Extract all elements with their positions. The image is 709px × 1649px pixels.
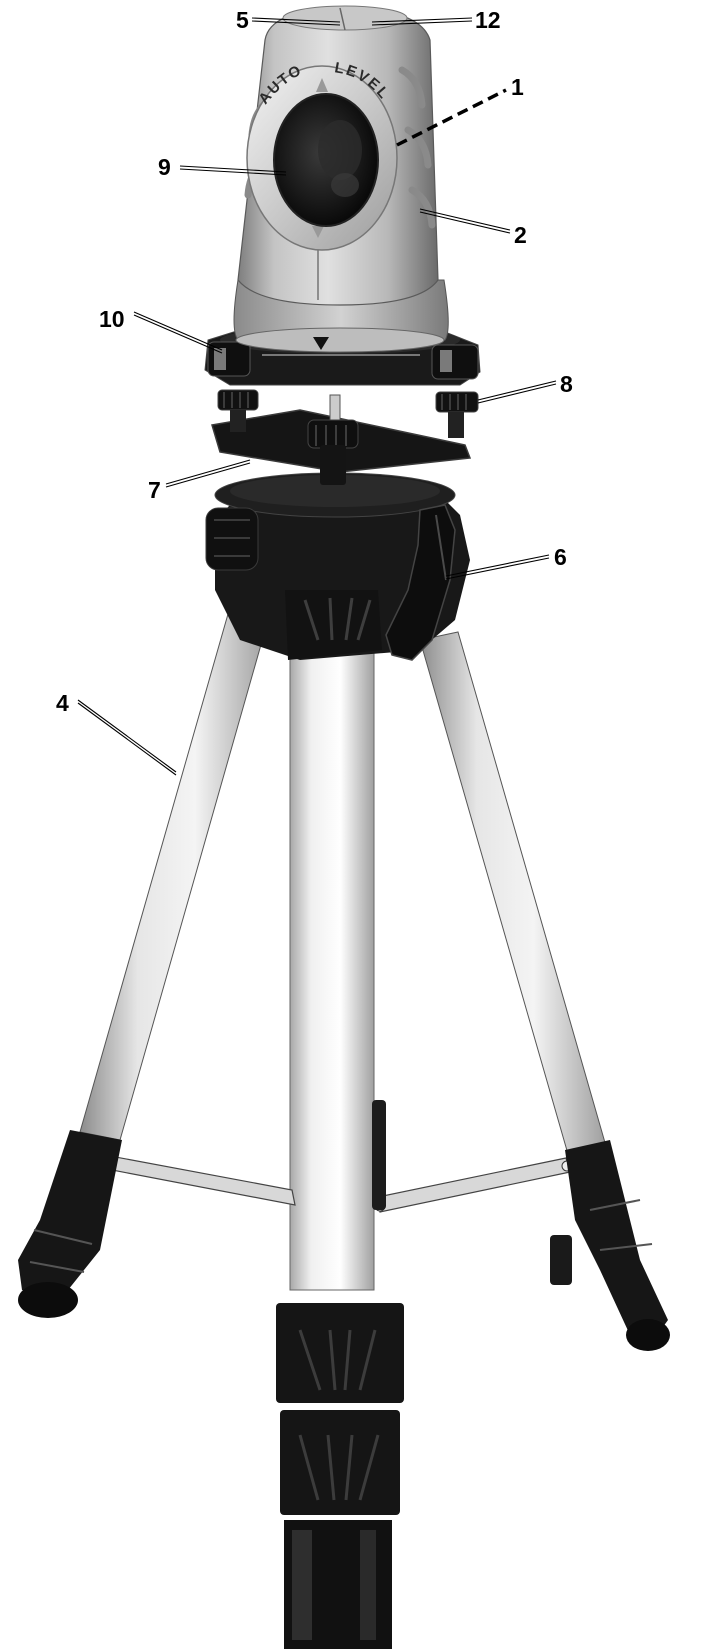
housing-top-cap xyxy=(282,5,408,31)
callout-4: 4 xyxy=(56,690,69,716)
left-leg-tube xyxy=(79,599,273,1141)
callout-10: 10 xyxy=(99,306,125,332)
callout-12: 12 xyxy=(475,7,501,33)
mount-clamp-right[interactable] xyxy=(431,344,479,380)
center-column-tube xyxy=(289,649,375,1291)
left-leg-lock xyxy=(18,1130,122,1318)
ring-marker-top xyxy=(316,78,328,92)
right-spreader-bar xyxy=(377,1157,571,1213)
right-leg-tube xyxy=(419,631,611,1169)
leveling-base xyxy=(211,389,479,485)
leg-mount-center xyxy=(285,590,382,660)
center-column-lock-upper xyxy=(276,1303,404,1403)
callouts: 5 12 1 9 2 10 8 7 6 4 xyxy=(56,7,573,776)
right-leg-lock xyxy=(550,1140,670,1351)
laser-level-housing: AUTO LEVEL xyxy=(233,5,449,353)
tripod-legs xyxy=(18,599,670,1649)
tripod-head xyxy=(205,472,470,661)
callout-6: 6 xyxy=(554,544,567,570)
left-spreader-bar xyxy=(103,1154,296,1206)
center-column-lock-lower xyxy=(280,1410,400,1515)
leveling-screw-right[interactable] xyxy=(435,391,479,438)
alignment-arrow-marker xyxy=(313,337,329,350)
callout-9: 9 xyxy=(158,154,171,180)
callout-8: 8 xyxy=(560,371,573,397)
callout-5: 5 xyxy=(236,7,249,33)
ring-marker-bottom xyxy=(312,226,324,238)
spreader-center-hub xyxy=(372,1100,386,1210)
callout-1: 1 xyxy=(511,74,524,100)
callout-7: 7 xyxy=(148,477,161,503)
callout-2: 2 xyxy=(514,222,527,248)
tripod-pan-lever[interactable] xyxy=(385,504,456,661)
leveling-screw-left[interactable] xyxy=(217,389,259,432)
center-column-foot xyxy=(284,1520,392,1649)
